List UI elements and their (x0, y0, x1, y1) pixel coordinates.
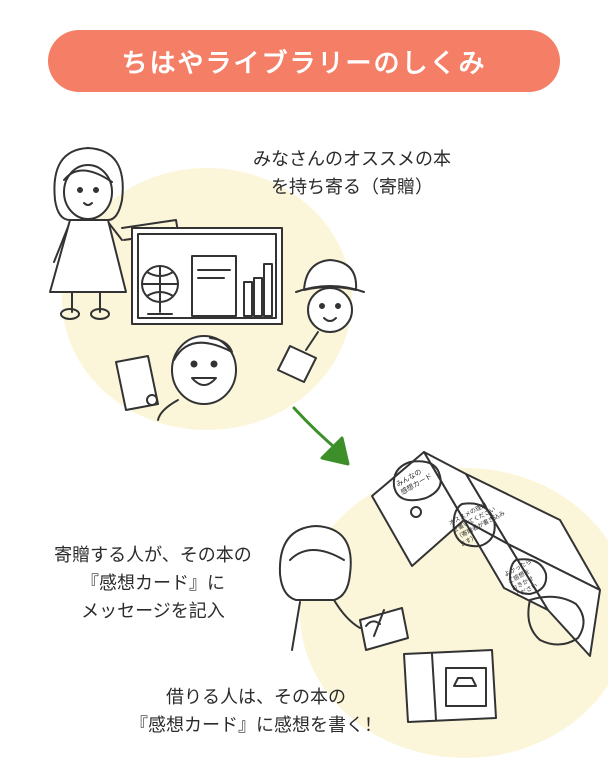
step-2-line-1: 寄贈する人が、その本の (54, 545, 252, 566)
boy-with-hat-illustration (277, 259, 365, 383)
page-title: ちはやライブラリーのしくみ (121, 48, 487, 79)
impression-card-illustration (371, 451, 601, 657)
step-1-line-2: を持ち寄る（寄贈） (271, 177, 433, 198)
writing-child-illustration (278, 525, 409, 651)
open-book-illustration (403, 649, 497, 723)
title-banner: ちはやライブラリーのしくみ (48, 30, 560, 92)
step-2-line-3: メッセージを記入 (81, 601, 225, 622)
bookshelf-illustration (131, 227, 283, 325)
arrow-icon (292, 406, 350, 466)
step-3-line-1: 借りる人は、その本の (166, 687, 346, 708)
girl-illustration (49, 147, 179, 320)
step-3-text: 借りる人は、その本の 『感想カード』に感想を書く！ (96, 684, 416, 740)
smiling-boy-illustration (115, 335, 237, 421)
step-2-line-2: 『感想カード』に (81, 573, 225, 594)
step-2-text: 寄贈する人が、その本の 『感想カード』に メッセージを記入 (28, 542, 278, 626)
step-1-line-1: みなさんのオススメの本 (253, 149, 451, 170)
step-3-line-2: 『感想カード』に感想を書く！ (130, 715, 382, 736)
step-1-text: みなさんのオススメの本 を持ち寄る（寄贈） (232, 146, 472, 202)
